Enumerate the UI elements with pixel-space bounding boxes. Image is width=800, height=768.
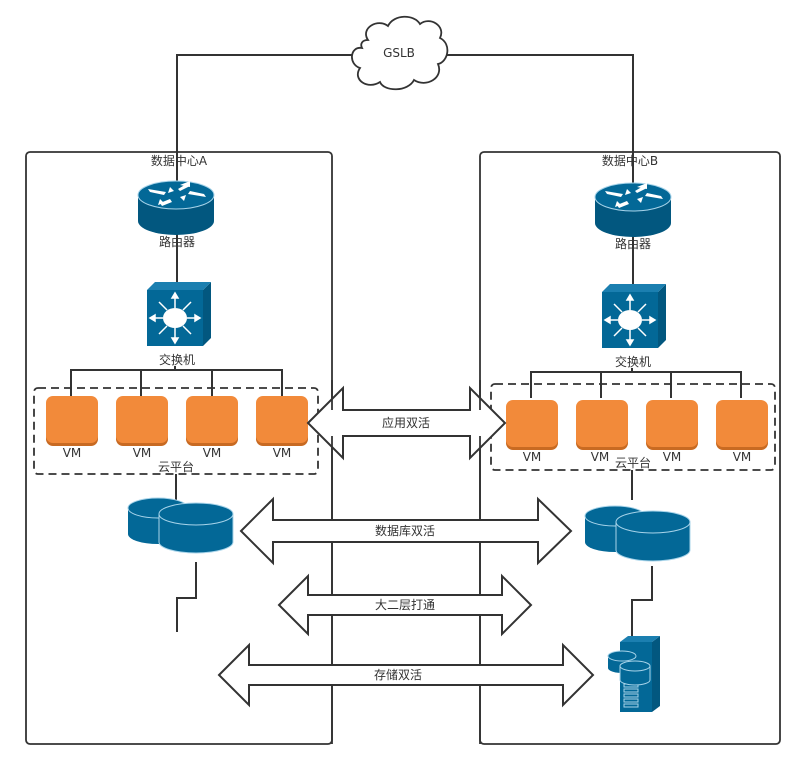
double-arrow-icon (239, 496, 573, 566)
vm-label: VM (203, 446, 222, 460)
link-layer2-extension: 大二层打通 (277, 573, 533, 637)
vm-icon (256, 396, 308, 446)
vm-label: VM (273, 446, 292, 460)
switch-vm-links (530, 368, 742, 398)
double-arrow-icon (306, 385, 507, 461)
switch-icon (146, 281, 212, 347)
database-icon (127, 497, 234, 554)
vm-icon (646, 400, 698, 450)
gslb-label: GSLB (383, 46, 415, 60)
cloud-platform-label: 云平台 (615, 455, 651, 470)
db-storage-link (176, 562, 197, 632)
switch-vm-links (70, 366, 283, 396)
link-label: 数据库双活 (375, 523, 435, 538)
router-icon (594, 182, 672, 238)
double-arrow-icon (217, 642, 595, 708)
datacenter-b: 数据中心B 路由器 交换机 VM VM VM VM 云平台 (490, 153, 776, 713)
gslb-cloud: GSLB (351, 15, 449, 91)
cloud-platform-group (33, 387, 319, 475)
router-icon (137, 180, 215, 236)
vm-label: VM (663, 450, 682, 464)
link-label: 大二层打通 (375, 598, 435, 612)
switch-label: 交换机 (159, 352, 195, 367)
vm-label: VM (133, 446, 152, 460)
vm-icon (116, 396, 168, 446)
double-arrow-icon (277, 573, 533, 637)
vm-icon (46, 396, 98, 446)
vm-label: VM (523, 450, 542, 464)
vm-label: VM (733, 450, 752, 464)
switch-icon (601, 283, 667, 349)
cloud-icon (351, 15, 449, 91)
datacenter-a-title: 数据中心A (151, 153, 208, 168)
link-label: 应用双活 (382, 415, 430, 430)
vm-label: VM (591, 450, 610, 464)
router-label: 路由器 (159, 234, 195, 249)
vm-icon (716, 400, 768, 450)
datacenter-a: 数据中心A 路由器 交换机 VM VM VM VM 云平台 (33, 153, 319, 632)
router-label: 路由器 (615, 236, 651, 251)
vm-icon (576, 400, 628, 450)
cloud-platform-group (490, 383, 776, 471)
vm-label: VM (63, 446, 82, 460)
link-storage-active-active: 存储双活 (217, 642, 595, 708)
database-icon (584, 505, 691, 562)
db-storage-link (631, 566, 653, 636)
link-label: 存储双活 (374, 667, 422, 682)
link-db-active-active: 数据库双活 (239, 496, 573, 566)
vm-icon (186, 396, 238, 446)
cloud-platform-label: 云平台 (158, 459, 194, 474)
storage-server-icon (607, 635, 661, 713)
gslb-link-b (440, 54, 634, 184)
datacenter-b-title: 数据中心B (602, 153, 658, 168)
switch-label: 交换机 (615, 354, 651, 369)
link-app-active-active: 应用双活 (306, 385, 507, 461)
gslb-link-a (176, 54, 359, 182)
vm-icon (506, 400, 558, 450)
